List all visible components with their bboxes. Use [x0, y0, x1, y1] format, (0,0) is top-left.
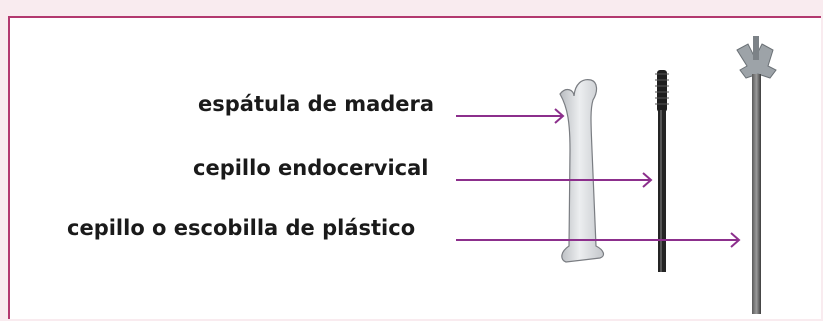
label-plastic-broom: cepillo o escobilla de plástico — [67, 216, 416, 240]
label-endocervical-brush: cepillo endocervical — [193, 156, 429, 180]
label-wood-spatula: espátula de madera — [198, 92, 435, 116]
pointer-spatula — [456, 108, 565, 124]
pointer-endocervical — [456, 172, 653, 188]
pointer-broom — [456, 232, 741, 248]
diagram-frame — [8, 16, 821, 319]
wooden-spatula — [559, 79, 605, 263]
endocervical-brush — [655, 70, 669, 272]
plastic-broom — [736, 36, 777, 314]
